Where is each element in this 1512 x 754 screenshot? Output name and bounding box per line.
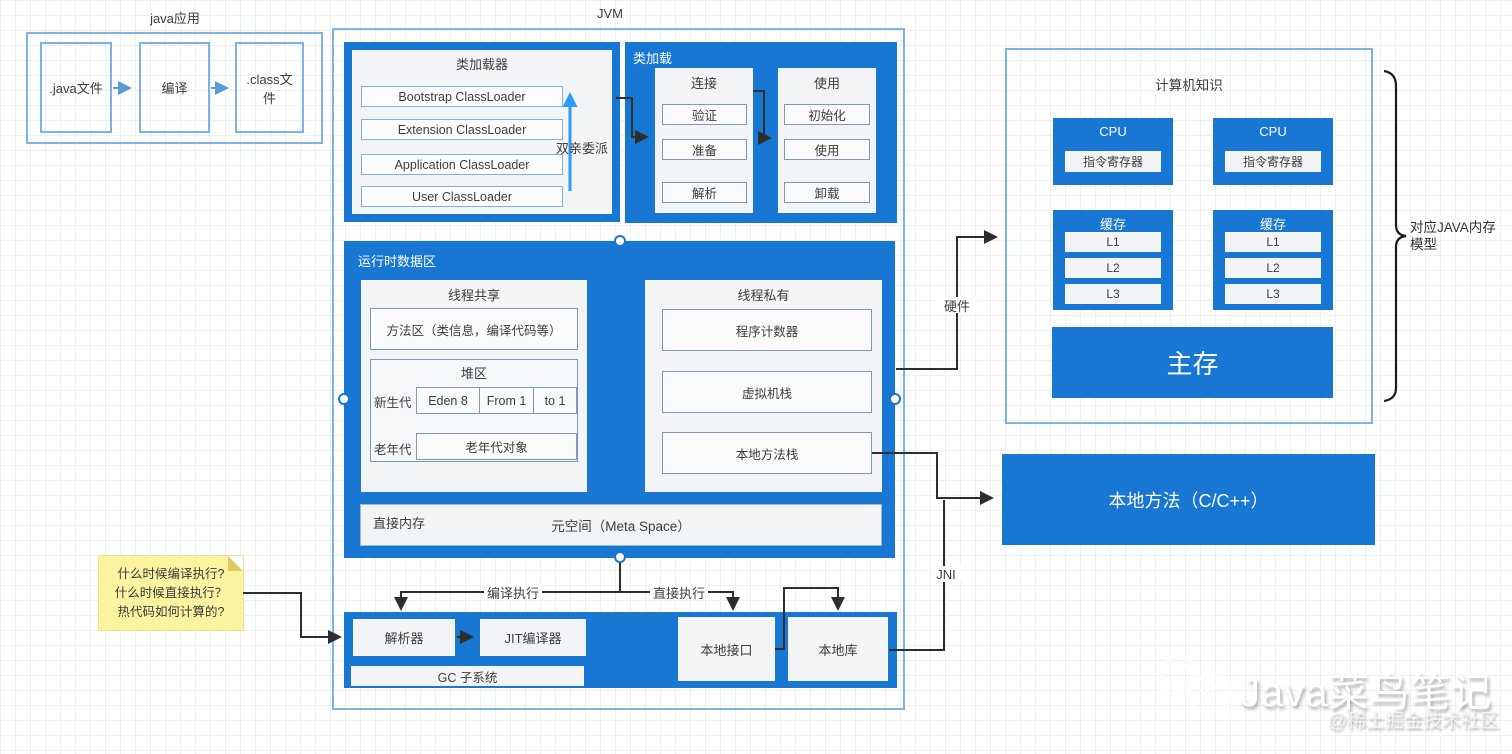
watermark-title: Java菜鸟笔记 [1240,671,1493,715]
prepare-box[interactable]: 准备 [662,139,747,160]
thread-private-title: 线程私有 [737,288,790,303]
note-to-interpreter-connector [243,592,342,644]
l3-box: L3 [1065,284,1161,304]
jit-compiler-box[interactable]: JIT编译器 [480,619,586,656]
compiled-exec-label: 编译执行 [484,584,542,601]
thread-shared-title: 线程共享 [447,288,500,303]
instruction-register-box: 指令寄存器 [1225,151,1321,172]
verify-box[interactable]: 验证 [662,104,747,125]
native-library-box[interactable]: 本地库 [788,617,888,681]
cache-title: 缓存 [1099,217,1126,232]
vm-stack-box[interactable]: 虚拟机栈 [662,371,872,413]
computer-knowledge-box[interactable]: 计算机知识 [1005,48,1373,424]
heap-title: 堆区 [460,366,487,381]
resolve-box[interactable]: 解析 [662,182,747,203]
interpreter-box[interactable]: 解析器 [353,619,455,656]
unload-box[interactable]: 卸载 [784,182,870,203]
native-method-stack-box[interactable]: 本地方法栈 [662,432,872,474]
java-file-box[interactable]: .java文件 [40,42,112,133]
initialize-box[interactable]: 初始化 [784,104,870,125]
metaspace-label: 元空间（Meta Space） [551,519,691,534]
note-line-1: 什么时候编译执行? [117,567,225,581]
class-loader-title: 类加载器 [455,57,508,72]
cpu-title: CPU [1259,124,1287,139]
eden-box[interactable]: Eden 8 [416,387,480,414]
computer-knowledge-title: 计算机知识 [1155,78,1223,93]
cpu-title: CPU [1099,124,1127,139]
jvm-title: JVM [597,6,623,21]
note-line-3: 热代码如何计算的? [117,605,225,619]
old-gen-label: 老年代 [374,443,412,457]
cache-title: 缓存 [1259,217,1286,232]
cache-box-2[interactable]: 缓存 L1 L2 L3 [1213,210,1333,310]
compile-box[interactable]: 编译 [139,42,210,133]
sticky-note[interactable]: 什么时候编译执行? 什么时候直接执行？ 热代码如何计算的? [98,555,244,631]
gc-subsystem-box[interactable]: GC 子系统 [351,666,584,686]
program-counter-box[interactable]: 程序计数器 [662,309,872,351]
application-classloader-box[interactable]: Application ClassLoader [361,154,563,175]
old-gen-object-box[interactable]: 老年代对象 [416,433,577,460]
class-loading-title: 类加载 [633,51,673,66]
native-interface-box[interactable]: 本地接口 [678,617,775,681]
l2-box: L2 [1225,258,1321,278]
user-classloader-box[interactable]: User ClassLoader [361,186,563,207]
cpu-box-2[interactable]: CPU 指令寄存器 [1213,118,1333,185]
java-app-title: java应用 [150,11,200,26]
method-area-box[interactable]: 方法区（类信息，编译代码等） [370,308,578,350]
native-methods-box[interactable]: 本地方法（C/C++） [1002,454,1375,545]
note-line-2: 什么时候直接执行？ [114,586,228,600]
watermark-subtitle: @稀土掘金技术社区 [1328,711,1500,732]
link-title: 连接 [690,76,717,91]
memory-model-brace [1383,69,1407,403]
main-memory-box[interactable]: 主存 [1052,327,1333,398]
extension-classloader-box[interactable]: Extension ClassLoader [361,119,563,140]
cpu-box-1[interactable]: CPU 指令寄存器 [1053,118,1173,185]
survivor-to-box[interactable]: to 1 [533,387,577,414]
java-memory-model-label: 对应JAVA内存模型 [1410,220,1496,252]
class-file-box[interactable]: .class文件 [235,42,304,133]
runtime-data-area-title: 运行时数据区 [358,254,437,269]
wechat-icon [1156,655,1234,718]
instruction-register-box: 指令寄存器 [1065,151,1161,172]
l1-box: L1 [1065,232,1161,252]
jni-label: JNI [931,566,961,582]
young-gen-label: 新生代 [374,396,412,410]
using-box[interactable]: 使用 [784,139,870,160]
direct-memory-label: 直接内存 [373,516,426,531]
hardware-label: 硬件 [935,297,979,314]
direct-memory-strip[interactable]: 直接内存 元空间（Meta Space） [360,504,882,546]
parent-delegation-label: 双亲委派 [556,141,609,156]
bootstrap-classloader-box[interactable]: Bootstrap ClassLoader [361,86,563,107]
cache-box-1[interactable]: 缓存 L1 L2 L3 [1053,210,1173,310]
l3-box: L3 [1225,284,1321,304]
java-app-group-box[interactable] [26,32,323,144]
survivor-from-box[interactable]: From 1 [479,387,534,414]
l2-box: L2 [1065,258,1161,278]
direct-exec-label: 直接执行 [650,584,708,601]
l1-box: L1 [1225,232,1321,252]
use-title: 使用 [813,76,840,91]
